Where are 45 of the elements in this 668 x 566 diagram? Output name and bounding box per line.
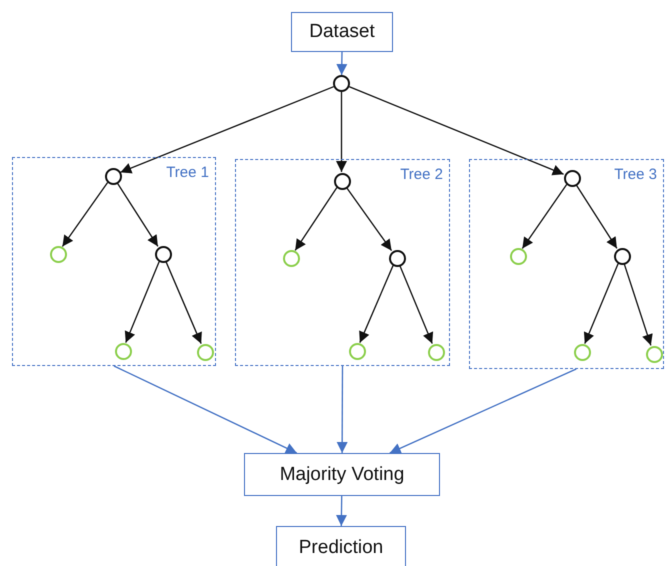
arrow (124, 261, 160, 343)
arrow (336, 52, 348, 76)
arrow (349, 86, 564, 176)
arrow (336, 366, 348, 453)
arrow (336, 92, 347, 172)
arrow (120, 86, 334, 174)
arrow (399, 265, 434, 344)
process-box: Majority Voting (244, 453, 440, 496)
tree-title: Tree 1 (166, 164, 209, 181)
tree-group-box (12, 157, 216, 366)
process-box: Prediction (276, 526, 406, 566)
leaf-node-circle (428, 344, 445, 361)
split-node-circle (564, 170, 581, 187)
arrow (346, 187, 392, 251)
leaf-node-circle (574, 344, 591, 361)
leaf-node-circle (349, 343, 366, 360)
split-node-circle (614, 248, 631, 265)
arrow (114, 365, 298, 454)
arrow (294, 187, 338, 251)
split-node-circle (155, 246, 172, 263)
arrow (624, 263, 653, 346)
arrow (359, 265, 394, 343)
arrow (116, 182, 158, 247)
tree-group-box (469, 159, 664, 369)
split-node-circle (333, 75, 350, 92)
split-node-circle (389, 250, 406, 267)
leaf-node-circle (283, 250, 300, 267)
leaf-node-circle (197, 344, 214, 361)
leaf-node-circle (510, 248, 527, 265)
arrow (584, 263, 619, 344)
tree-title: Tree 2 (400, 166, 443, 183)
arrow (389, 368, 577, 454)
arrow (62, 182, 108, 247)
split-node-circle (334, 173, 351, 190)
leaf-node-circle (115, 343, 132, 360)
split-node-circle (105, 168, 122, 185)
tree-group-box (235, 159, 450, 366)
leaf-node-circle (646, 346, 663, 363)
arrow (336, 496, 347, 526)
arrow (576, 184, 618, 249)
leaf-node-circle (50, 246, 67, 263)
arrow (522, 184, 568, 249)
arrow (165, 261, 202, 344)
process-box: Dataset (291, 12, 393, 52)
tree-title: Tree 3 (614, 166, 657, 183)
